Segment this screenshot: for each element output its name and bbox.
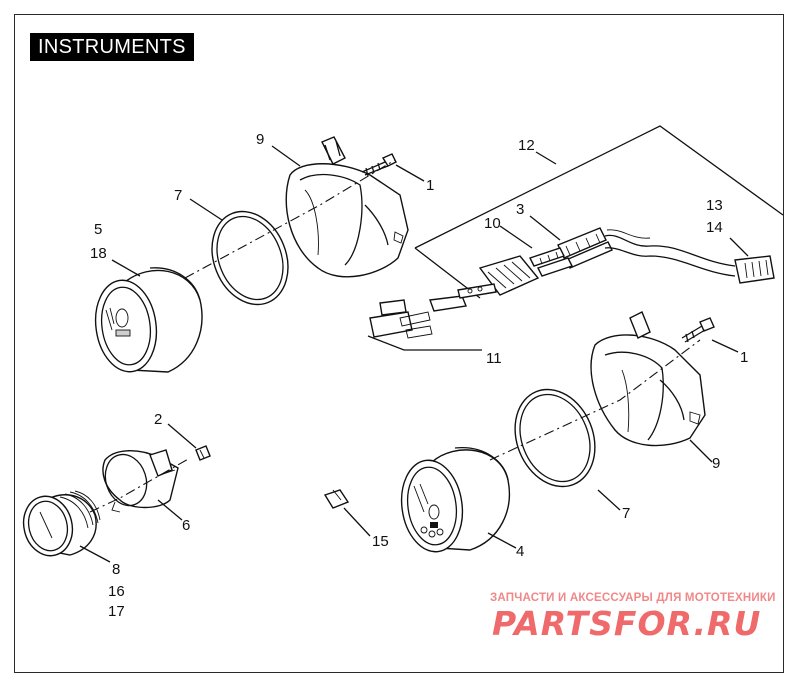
callout-16: 16 — [108, 583, 125, 600]
seals-and-clips — [369, 283, 497, 339]
small-connector — [323, 489, 350, 509]
callout-5: 5 — [94, 221, 102, 238]
diagram-frame — [14, 14, 784, 673]
callout-15: 15 — [372, 533, 389, 550]
nut — [195, 445, 211, 461]
trim-ring-upper — [211, 210, 289, 306]
callout-12: 12 — [518, 137, 535, 154]
callout-9-upper: 9 — [256, 131, 264, 148]
screw-lower — [681, 317, 715, 343]
terminals — [557, 227, 613, 269]
callout-9-lower: 9 — [712, 455, 720, 472]
watermark-logo: PARTSFOR.RU — [492, 604, 762, 643]
leader-11 — [367, 335, 482, 351]
housing-lower — [590, 311, 706, 447]
tachometer — [22, 490, 101, 557]
callout-11: 11 — [486, 350, 502, 367]
callout-2: 2 — [154, 411, 162, 428]
callout-7-lower: 7 — [622, 505, 630, 522]
callout-1-upper: 1 — [426, 177, 434, 194]
callout-1-lower: 1 — [740, 349, 748, 366]
watermark-tagline: ЗАПЧАСТИ И АКСЕССУАРЫ ДЛЯ МОТОТЕХНИКИ — [490, 592, 776, 604]
leader-lines — [79, 145, 749, 563]
pins — [529, 247, 573, 277]
speedometer-large — [94, 267, 203, 373]
callout-8: 8 — [112, 561, 120, 578]
harness-bracket — [414, 125, 784, 299]
page-title: INSTRUMENTS — [30, 33, 194, 61]
callout-17: 17 — [108, 603, 125, 620]
callout-18: 18 — [90, 245, 107, 262]
callout-7-upper: 7 — [174, 187, 182, 204]
assembly-axis-tach — [89, 457, 191, 513]
housing-upper — [285, 136, 409, 278]
callout-3: 3 — [516, 201, 524, 218]
trim-ring-lower — [514, 388, 596, 488]
speedometer-lower — [400, 447, 510, 553]
assembly-axis-lower — [489, 339, 701, 461]
callout-14: 14 — [706, 219, 723, 236]
callout-13: 13 — [706, 197, 723, 214]
callout-4: 4 — [516, 543, 524, 560]
wire-harness — [604, 229, 775, 284]
screw-upper — [361, 153, 397, 177]
callout-10: 10 — [484, 215, 501, 232]
callout-6: 6 — [182, 517, 190, 534]
